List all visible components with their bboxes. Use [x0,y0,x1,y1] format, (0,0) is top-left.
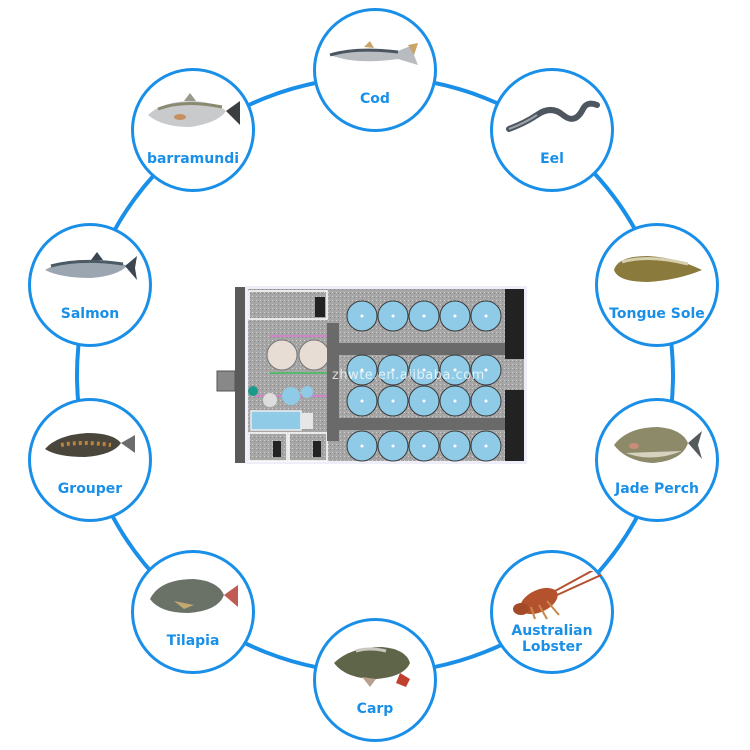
species-node-carp: Carp [313,618,437,742]
barramundi-icon [148,93,240,127]
species-label: Australian Lobster [511,623,593,655]
species-node-salmon: Salmon [28,223,152,347]
species-node-cod: Cod [313,8,437,132]
grouper-icon [45,433,135,457]
species-label: Tilapia [166,633,220,649]
lobster-icon [513,571,601,620]
carp-icon [334,647,410,687]
tongue-sole-icon [614,256,702,282]
species-node-eel: Eel [490,68,614,192]
species-label: Grouper [57,481,123,497]
species-node-grouper: Grouper [28,398,152,522]
salmon-icon [45,252,137,280]
eel-icon [506,100,600,132]
watermark-text: zhwte.en.alibaba.com [332,368,485,383]
species-label: barramundi [146,151,240,167]
species-label: Carp [356,701,394,717]
facility-floorplan-image [215,283,531,467]
species-node-barramundi: barramundi [131,68,255,192]
species-node-australian-lobster: Australian Lobster [490,550,614,674]
species-label: Jade Perch [615,481,699,497]
species-label: Tongue Sole [609,306,705,322]
species-label: Cod [360,91,390,107]
jade-perch-icon [614,427,702,463]
species-label: Eel [540,151,564,167]
species-label: Salmon [60,306,120,322]
tilapia-icon [150,579,238,613]
cod-fish-icon [329,41,418,65]
species-node-tilapia: Tilapia [131,550,255,674]
species-node-jade-perch: Jade Perch [595,398,719,522]
species-node-tongue-sole: Tongue Sole [595,223,719,347]
